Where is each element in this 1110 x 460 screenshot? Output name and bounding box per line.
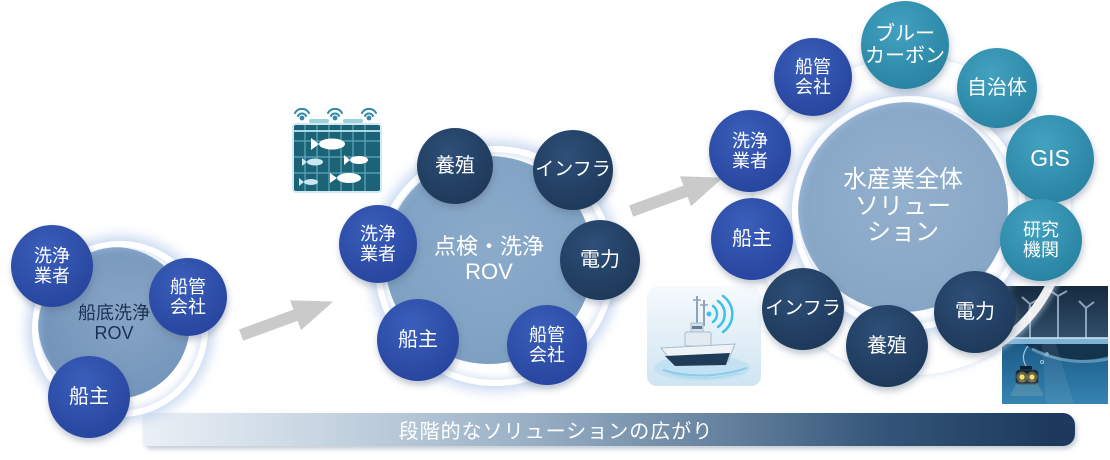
stage2-cleaning-vendor: 洗浄 業者 [339, 205, 417, 283]
stage1-cleaning-vendor: 洗浄 業者 [11, 225, 93, 307]
stage2-aquaculture: 養殖 [417, 128, 493, 204]
staged-expansion-label: 段階的なソリューションの広がり [398, 421, 714, 443]
stage3-aquaculture: 養殖 [846, 305, 928, 387]
stage2-shipowner: 船主 [377, 299, 459, 381]
arrow-right-icon [628, 176, 724, 217]
stage2-infrastructure: インフラ [533, 130, 613, 210]
stage3-gis: GIS [1006, 115, 1094, 203]
staged-expansion-bar: 段階的なソリューションの広がり [143, 413, 1075, 446]
stage3-electric-power: 電力 [934, 271, 1016, 353]
stage3-blue-carbon: ブルー カーボン [861, 1, 949, 89]
stage1-ship-management-company: 船管 会社 [149, 258, 227, 336]
arrow-right-icon [238, 300, 334, 341]
stage3-municipality: 自治体 [957, 48, 1037, 128]
stage3-research-institute: 研究 機関 [1000, 199, 1082, 281]
fish-cage-icon [292, 107, 382, 193]
stage3-cleaning-vendor: 洗浄 業者 [709, 110, 791, 192]
stage1-shipowner: 船主 [48, 356, 130, 438]
stage3-shipowner: 船主 [711, 198, 793, 280]
stage3-ship-management-company: 船管 会社 [774, 38, 852, 116]
ship-signal-icon [647, 286, 761, 386]
stage3-infrastructure: インフラ [762, 268, 844, 350]
stage2-electric-power: 電力 [560, 220, 640, 300]
stage2-ship-management-company: 船管 会社 [507, 305, 587, 385]
